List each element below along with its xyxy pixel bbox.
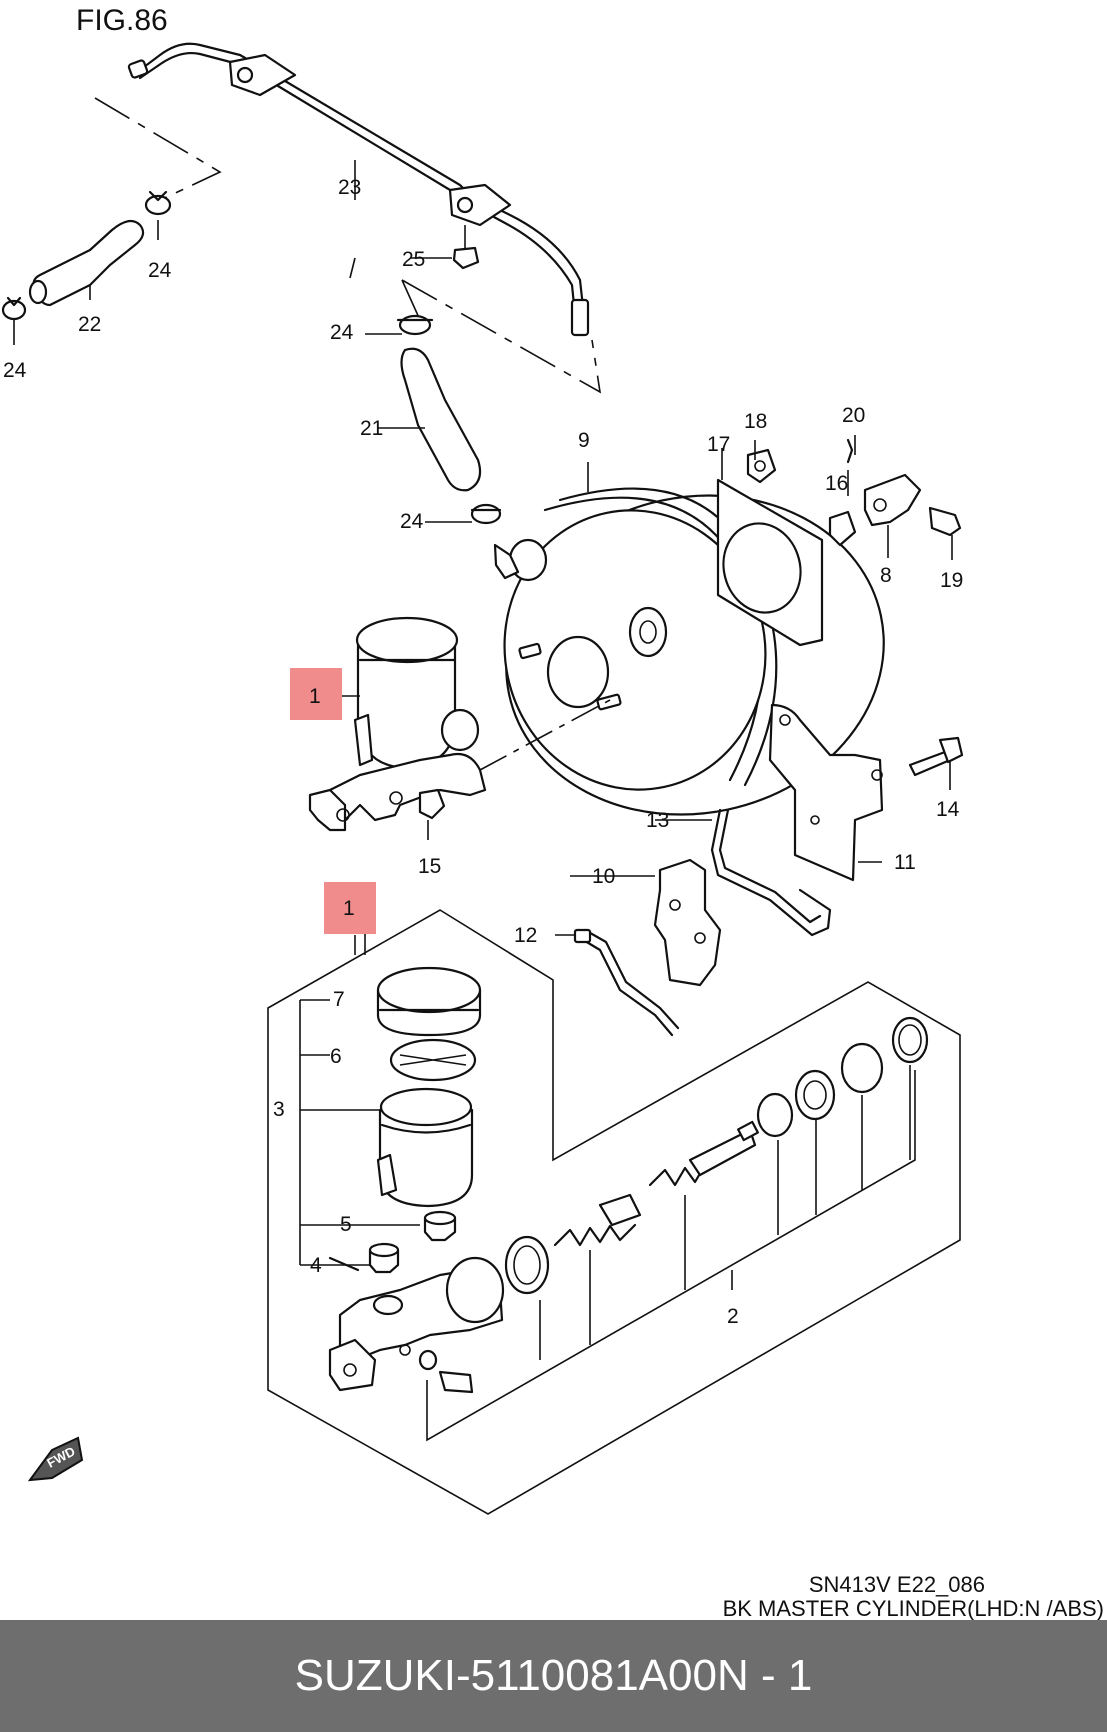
- callout-13: 13: [646, 809, 669, 832]
- callout-14: 14: [936, 798, 960, 821]
- callout-20: 20: [842, 404, 865, 427]
- callout-24: 24: [3, 359, 27, 382]
- callout-15: 15: [418, 855, 441, 878]
- callout-10: 10: [592, 865, 615, 888]
- highlight-box: [290, 668, 342, 720]
- callout-6: 6: [330, 1045, 342, 1068]
- callout-5: 5: [340, 1213, 352, 1236]
- callout-leaders: [13, 160, 953, 1290]
- callout-21: 21: [360, 417, 383, 440]
- callout-1: 1: [309, 685, 321, 708]
- footer-part-number: 5110081A00: [470, 1651, 717, 1700]
- callout-3: 3: [273, 1098, 285, 1121]
- callout-18: 18: [744, 410, 767, 433]
- callout-labels: 1 1 2 3 4 5 6 7 8 9 10 11 12 13 14 15 16…: [3, 176, 963, 1328]
- callout-16: 16: [825, 472, 848, 495]
- figure-title: FIG.86: [76, 4, 168, 37]
- callout-25: 25: [402, 248, 425, 271]
- master-cylinder-assembled: [308, 616, 611, 832]
- forward-arrow-icon: FWD: [27, 1436, 84, 1482]
- callout-8: 8: [880, 564, 892, 587]
- diagram-caption: BK MASTER CYLINDER(LHD:N /ABS): [723, 1596, 1104, 1620]
- footer-separator: -: [456, 1651, 471, 1700]
- callout-19: 19: [940, 569, 963, 592]
- callout-2: 2: [727, 1305, 739, 1328]
- callout-11: 11: [894, 851, 916, 874]
- diagram-code: SN413V E22_086: [809, 1572, 985, 1597]
- callout-12: 12: [514, 924, 537, 947]
- callout-24: 24: [148, 259, 172, 282]
- callout-9: 9: [578, 429, 590, 452]
- callout-22: 22: [78, 313, 101, 336]
- callout-1: 1: [343, 897, 355, 920]
- mounting-bracket: [768, 703, 884, 882]
- callout-4: 4: [310, 1254, 322, 1277]
- exploded-master-cylinder: [267, 909, 961, 1515]
- parts-diagram: FIG.86: [1, 4, 1104, 1620]
- footer-note: N - 1: [716, 1651, 813, 1700]
- callout-24: 24: [330, 321, 354, 344]
- footer-brand: SUZUKI: [294, 1651, 456, 1700]
- gasket: [716, 478, 824, 647]
- callout-24: 24: [400, 510, 424, 533]
- vacuum-pipe-assembly: [1, 42, 602, 525]
- callout-17: 17: [707, 433, 730, 456]
- footer-bar: SUZUKI - 5110081A00 N - 1: [0, 1620, 1107, 1732]
- highlight-box: [324, 882, 376, 934]
- callout-7: 7: [333, 988, 345, 1011]
- callout-23: 23: [338, 176, 361, 199]
